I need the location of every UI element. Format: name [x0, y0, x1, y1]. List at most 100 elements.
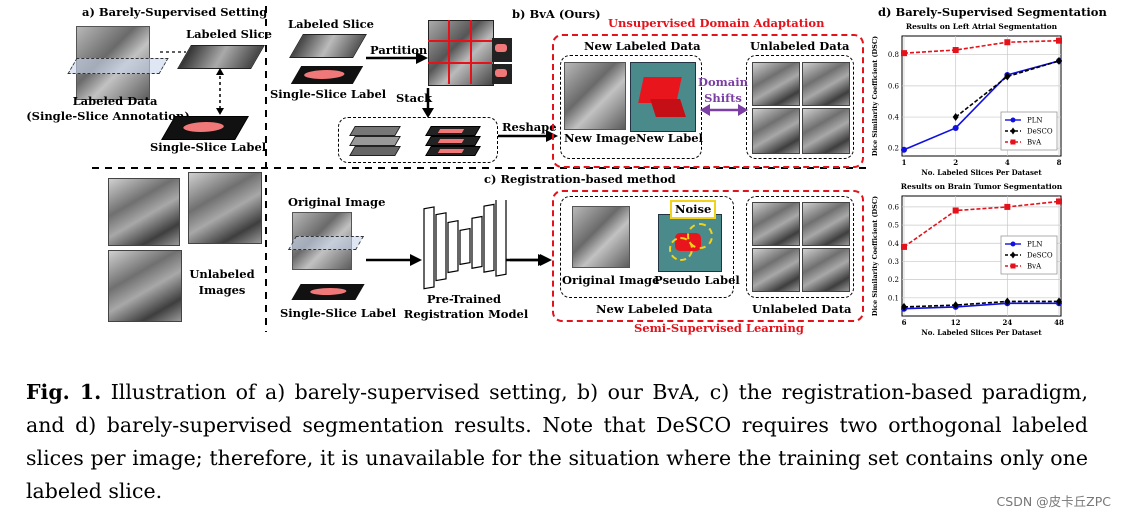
point-bva: [1056, 198, 1062, 205]
reshape-label: Reshape: [502, 120, 557, 134]
b-labeled-slice-label: Labeled Slice: [288, 17, 374, 31]
point-desco: [1004, 72, 1011, 81]
point-pln: [952, 124, 959, 131]
panel-a-arrows: [160, 51, 224, 115]
y-tick-label: 0.2: [888, 276, 899, 284]
point-bva: [952, 47, 959, 54]
uda-unlabeled-3: [752, 108, 800, 154]
point-desco: [1004, 297, 1011, 306]
panel-b-arrows: [366, 52, 558, 142]
single-slice-label-a: Single-Slice Label: [150, 140, 267, 154]
labeled-data-label: Labeled Data: [72, 94, 158, 108]
single-slice-annotation-label: (Single-Slice Annotation): [26, 109, 190, 123]
legend-marker: [1010, 127, 1016, 135]
x-tick-label: 24: [1002, 318, 1012, 327]
noise-label: Noise: [670, 200, 717, 219]
section-dividers: [92, 6, 866, 332]
chart-title: Results on Brain Tumor Segmentation: [901, 182, 1063, 191]
series-line-desco: [903, 300, 1059, 308]
legend-marker: [1010, 241, 1016, 247]
point-bva: [901, 243, 907, 250]
partition-grid: [428, 20, 518, 88]
pretrained-label-2: Registration Model: [403, 307, 529, 321]
series-line-pln: [903, 302, 1059, 310]
x-tick-label: 6: [902, 318, 907, 327]
legend-marker: [1010, 139, 1016, 145]
c-slice-plane: [287, 236, 365, 250]
stack-label: Stack: [396, 91, 433, 105]
unlabeled-image-3: [108, 250, 182, 322]
caption-text: Illustration of a) barely-supervised set…: [26, 380, 1088, 503]
legend-marker: [1010, 263, 1016, 269]
legend-label: DeSCO: [1027, 252, 1053, 260]
x-tick-label: 12: [951, 318, 961, 327]
unlabeled-data-box-c: [746, 196, 854, 298]
point-desco: [1056, 297, 1062, 306]
uda-unlabeled-4: [802, 108, 850, 154]
ssl-unlabeled-3: [752, 248, 800, 292]
y-axis-label: Dice Similarity Coefficient (DSC): [871, 36, 879, 156]
y-axis-label: Dice Similarity Coefficient (DSC): [871, 196, 879, 316]
new-labeled-data-label-c: New Labeled Data: [596, 302, 713, 316]
point-desco: [952, 113, 959, 122]
point-desco: [952, 301, 959, 310]
c-original-image-label-2: Original Image: [562, 273, 660, 287]
unlabeled-data-label-b: Unlabeled Data: [750, 39, 850, 53]
panel-c-title: c) Registration-based method: [484, 172, 676, 186]
new-label-label: New Label: [636, 131, 703, 145]
y-tick-label: 0.3: [888, 258, 899, 266]
point-desco: [1056, 56, 1062, 65]
point-bva: [952, 207, 959, 214]
series-line-bva: [903, 200, 1060, 248]
chart-left-atrial: Results on Left Atrial Segmentation0.20.…: [871, 22, 1062, 177]
new-image-label: New Image: [564, 131, 637, 145]
c-single-slice-label: Single-Slice Label: [280, 306, 397, 320]
y-tick-label: 0.8: [888, 51, 899, 59]
series-line-bva: [903, 39, 1060, 54]
x-tick-label: 2: [953, 158, 958, 167]
legend-label: BvA: [1027, 263, 1042, 271]
y-tick-label: 0.6: [888, 82, 900, 90]
unlabeled-data-label-c: Unlabeled Data: [752, 302, 852, 316]
caption-fig-label: Fig. 1.: [26, 380, 102, 404]
c-original-image-label: Original Image: [288, 195, 386, 209]
unlabeled-image-2: [188, 172, 262, 244]
x-axis-label: No. Labeled Slices Per Dataset: [921, 168, 1042, 177]
x-axis-label: No. Labeled Slices Per Dataset: [921, 328, 1042, 337]
legend-label: DeSCO: [1027, 128, 1053, 136]
ssl-unlabeled-1: [752, 202, 800, 246]
pseudo-label-label: Pseudo Label: [654, 273, 740, 287]
unlabeled-image-1: [108, 178, 180, 246]
y-tick-label: 0.1: [888, 294, 899, 302]
unlabeled-images-label-2: Images: [198, 283, 246, 297]
labeled-slice-label: Labeled Slice: [186, 27, 272, 41]
ssl-unlabeled-2: [802, 202, 850, 246]
pseudo-label-volume: [658, 214, 722, 272]
point-pln: [901, 146, 907, 153]
ssl-box: [552, 190, 864, 322]
pretrained-label-1: Pre-Trained: [426, 292, 502, 306]
y-tick-label: 0.4: [888, 240, 900, 248]
chart-title: Results on Left Atrial Segmentation: [906, 22, 1058, 31]
stack-box: [338, 117, 498, 163]
uda-box: [552, 34, 864, 168]
c-output-arrow: [506, 254, 552, 266]
point-bva: [1004, 203, 1011, 210]
y-tick-label: 0.4: [888, 114, 900, 122]
new-labeled-data-label-b: New Labeled Data: [584, 39, 701, 53]
domain-shifts-label-2: Shifts: [704, 91, 742, 105]
partition-label: Partition: [370, 43, 428, 57]
new-image-volume: [564, 62, 626, 130]
chart-brain-tumor: Results on Brain Tumor Segmentation 0.1 0.…: [871, 182, 1064, 337]
domain-shifts-arrow: [700, 104, 748, 116]
legend-label: PLN: [1027, 117, 1042, 125]
x-tick-label: 48: [1054, 318, 1064, 327]
unlabeled-data-box-b: [746, 55, 854, 159]
panel-b-title: b) BvA (Ours): [512, 7, 601, 21]
new-labeled-data-box-c: [560, 196, 734, 298]
unlabeled-images-label-1: Unlabeled: [189, 267, 255, 281]
ssl-unlabeled-4: [802, 248, 850, 292]
uda-title: Unsupervised Domain Adaptation: [608, 16, 825, 30]
panel-a-title: a) Barely-Supervised Setting: [82, 5, 268, 19]
ssl-title: Semi-Supervised Learning: [634, 321, 804, 335]
